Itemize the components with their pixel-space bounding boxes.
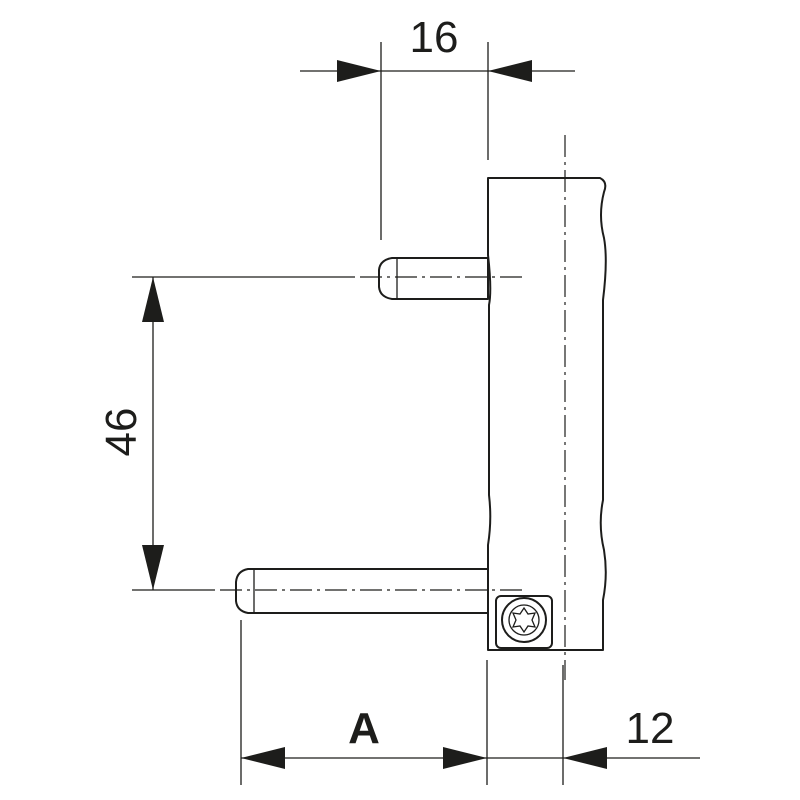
hinge-body bbox=[483, 177, 607, 651]
dimension-label-46: 46 bbox=[97, 408, 146, 457]
center-lines bbox=[220, 135, 566, 680]
upper-pin bbox=[378, 257, 489, 300]
dimension-top-width: 16 bbox=[300, 13, 575, 240]
lower-pin bbox=[235, 568, 489, 614]
dimension-label-12: 12 bbox=[626, 704, 675, 753]
dimension-label-a: A bbox=[348, 704, 380, 753]
dimension-pin-spacing: 46 bbox=[97, 276, 355, 591]
dimension-bottom: A 12 bbox=[240, 620, 700, 785]
dimension-label-16: 16 bbox=[410, 13, 459, 62]
screw-icon bbox=[495, 595, 553, 649]
